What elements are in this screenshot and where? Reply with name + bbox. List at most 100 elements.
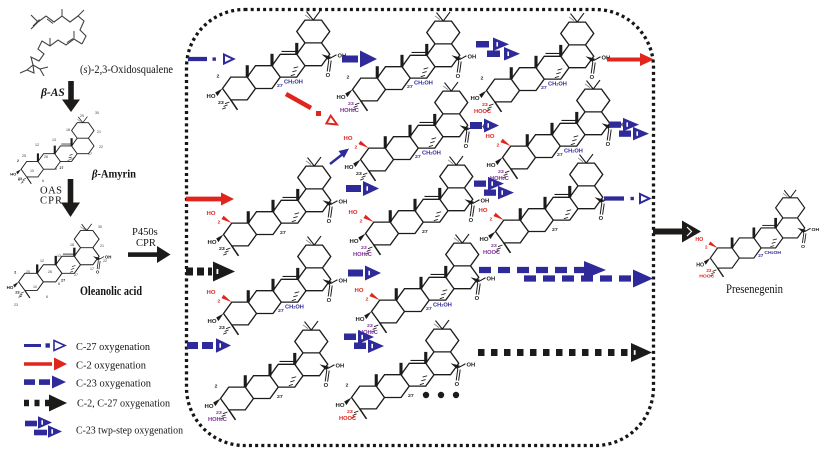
- svg-text:HOH2C: HOH2C: [490, 176, 509, 182]
- svg-text:23: 23: [218, 100, 224, 106]
- svg-text:2: 2: [218, 220, 221, 226]
- svg-text:21: 21: [100, 244, 104, 248]
- svg-text:HO: HO: [355, 288, 364, 294]
- svg-text:27: 27: [758, 253, 764, 258]
- svg-text:CPR: CPR: [136, 238, 156, 249]
- svg-text:Presenegenin: Presenegenin: [726, 281, 783, 296]
- svg-text:HO: HO: [349, 210, 358, 216]
- svg-text:2: 2: [347, 75, 350, 81]
- svg-text:27: 27: [422, 229, 428, 235]
- svg-text:2: 2: [705, 245, 708, 250]
- svg-text:23: 23: [216, 410, 222, 416]
- svg-text:HO: HO: [695, 237, 703, 243]
- svg-text:27: 27: [60, 166, 64, 170]
- svg-text:23: 23: [356, 171, 362, 177]
- svg-text:HOOC: HOOC: [699, 274, 714, 280]
- svg-text:CH2OH: CH2OH: [414, 81, 433, 87]
- svg-text:27: 27: [408, 393, 414, 399]
- svg-text:HOOC: HOOC: [474, 109, 491, 115]
- svg-text:23: 23: [219, 246, 225, 252]
- svg-text:CPR: CPR: [40, 196, 62, 207]
- svg-text:CH2OH: CH2OH: [764, 250, 781, 256]
- svg-text:23: 23: [482, 102, 488, 108]
- svg-text:21: 21: [97, 130, 101, 134]
- svg-text:27: 27: [277, 83, 283, 89]
- svg-text:6: 6: [46, 295, 48, 299]
- svg-text:27: 27: [541, 85, 547, 91]
- svg-text:23: 23: [14, 303, 18, 307]
- svg-text:27: 27: [407, 84, 413, 90]
- svg-text:12: 12: [35, 143, 39, 147]
- svg-text:2: 2: [355, 145, 358, 151]
- svg-text:8: 8: [55, 167, 57, 171]
- svg-text:5: 5: [20, 294, 22, 298]
- svg-text:C-27 oxygenation: C-27 oxygenation: [76, 342, 151, 353]
- svg-text:23: 23: [347, 409, 353, 415]
- svg-text:10: 10: [30, 169, 34, 173]
- svg-text:12: 12: [40, 259, 44, 263]
- svg-text:CH2OH: CH2OH: [548, 82, 567, 88]
- svg-text:CH2OH: CH2OH: [564, 149, 583, 155]
- svg-text:C-2 oxygenation: C-2 oxygenation: [76, 361, 147, 372]
- svg-text:27: 27: [61, 279, 65, 283]
- svg-text:18: 18: [66, 128, 70, 132]
- svg-text:P450s: P450s: [132, 227, 158, 238]
- svg-text:22: 22: [103, 259, 107, 263]
- svg-text:23: 23: [348, 101, 354, 107]
- svg-text:2: 2: [217, 74, 220, 80]
- svg-text:2: 2: [490, 217, 493, 223]
- svg-text:HOH2C: HOH2C: [359, 330, 378, 336]
- svg-text:2: 2: [215, 384, 218, 390]
- svg-text:2: 2: [17, 159, 19, 163]
- svg-text:OAS: OAS: [40, 186, 62, 197]
- svg-text:HOH2C: HOH2C: [353, 252, 372, 258]
- svg-text:HO: HO: [344, 136, 353, 142]
- svg-text:β-Amyrin: β-Amyrin: [91, 167, 136, 181]
- svg-text:27: 27: [557, 152, 563, 158]
- svg-text:2: 2: [14, 271, 16, 275]
- svg-text:2: 2: [360, 219, 363, 225]
- svg-text:27: 27: [552, 227, 558, 233]
- svg-text:2: 2: [497, 143, 500, 149]
- svg-text:10: 10: [33, 285, 37, 289]
- svg-text:13: 13: [57, 254, 61, 258]
- svg-text:HOOC: HOOC: [483, 250, 500, 256]
- svg-text:23: 23: [15, 291, 19, 295]
- svg-text:HOH2C: HOH2C: [208, 417, 227, 423]
- svg-text:13: 13: [52, 138, 56, 142]
- svg-text:30: 30: [98, 225, 102, 229]
- svg-text:23: 23: [219, 325, 225, 331]
- svg-text:23: 23: [706, 268, 712, 273]
- svg-text:2: 2: [218, 299, 221, 305]
- svg-text:2: 2: [366, 297, 369, 303]
- svg-text:25: 25: [26, 270, 30, 274]
- svg-text:23: 23: [498, 169, 504, 175]
- svg-text:HO: HO: [486, 134, 495, 140]
- svg-text:17: 17: [88, 152, 92, 156]
- svg-text:30: 30: [95, 111, 99, 115]
- svg-text:26: 26: [44, 155, 48, 159]
- svg-text:8: 8: [58, 282, 60, 286]
- svg-text:β-AS: β-AS: [40, 87, 65, 99]
- svg-text:HOH2C: HOH2C: [340, 108, 359, 114]
- svg-text:2: 2: [481, 76, 484, 82]
- svg-text:HO: HO: [207, 211, 216, 217]
- svg-text:5: 5: [18, 178, 20, 182]
- svg-text:(s)-2,3-Oxidosqualene: (s)-2,3-Oxidosqualene: [80, 64, 173, 76]
- svg-text:27: 27: [278, 308, 284, 314]
- svg-text:CH2OH: CH2OH: [433, 303, 452, 309]
- svg-text:26: 26: [48, 270, 52, 274]
- svg-text:29: 29: [83, 228, 87, 232]
- svg-text:18: 18: [70, 243, 74, 247]
- svg-text:17: 17: [90, 267, 94, 271]
- svg-text:HO: HO: [207, 290, 216, 296]
- svg-text:24: 24: [70, 157, 74, 161]
- svg-text:27: 27: [415, 154, 421, 160]
- svg-text:HOOC: HOOC: [339, 416, 356, 422]
- svg-text:23: 23: [18, 177, 22, 181]
- svg-text:27: 27: [426, 306, 432, 312]
- svg-text:27: 27: [280, 230, 286, 236]
- svg-text:CH2OH: CH2OH: [284, 80, 303, 86]
- svg-text:C-23 twp-step oxygenation: C-23 twp-step oxygenation: [76, 426, 184, 437]
- svg-text:27: 27: [74, 273, 78, 277]
